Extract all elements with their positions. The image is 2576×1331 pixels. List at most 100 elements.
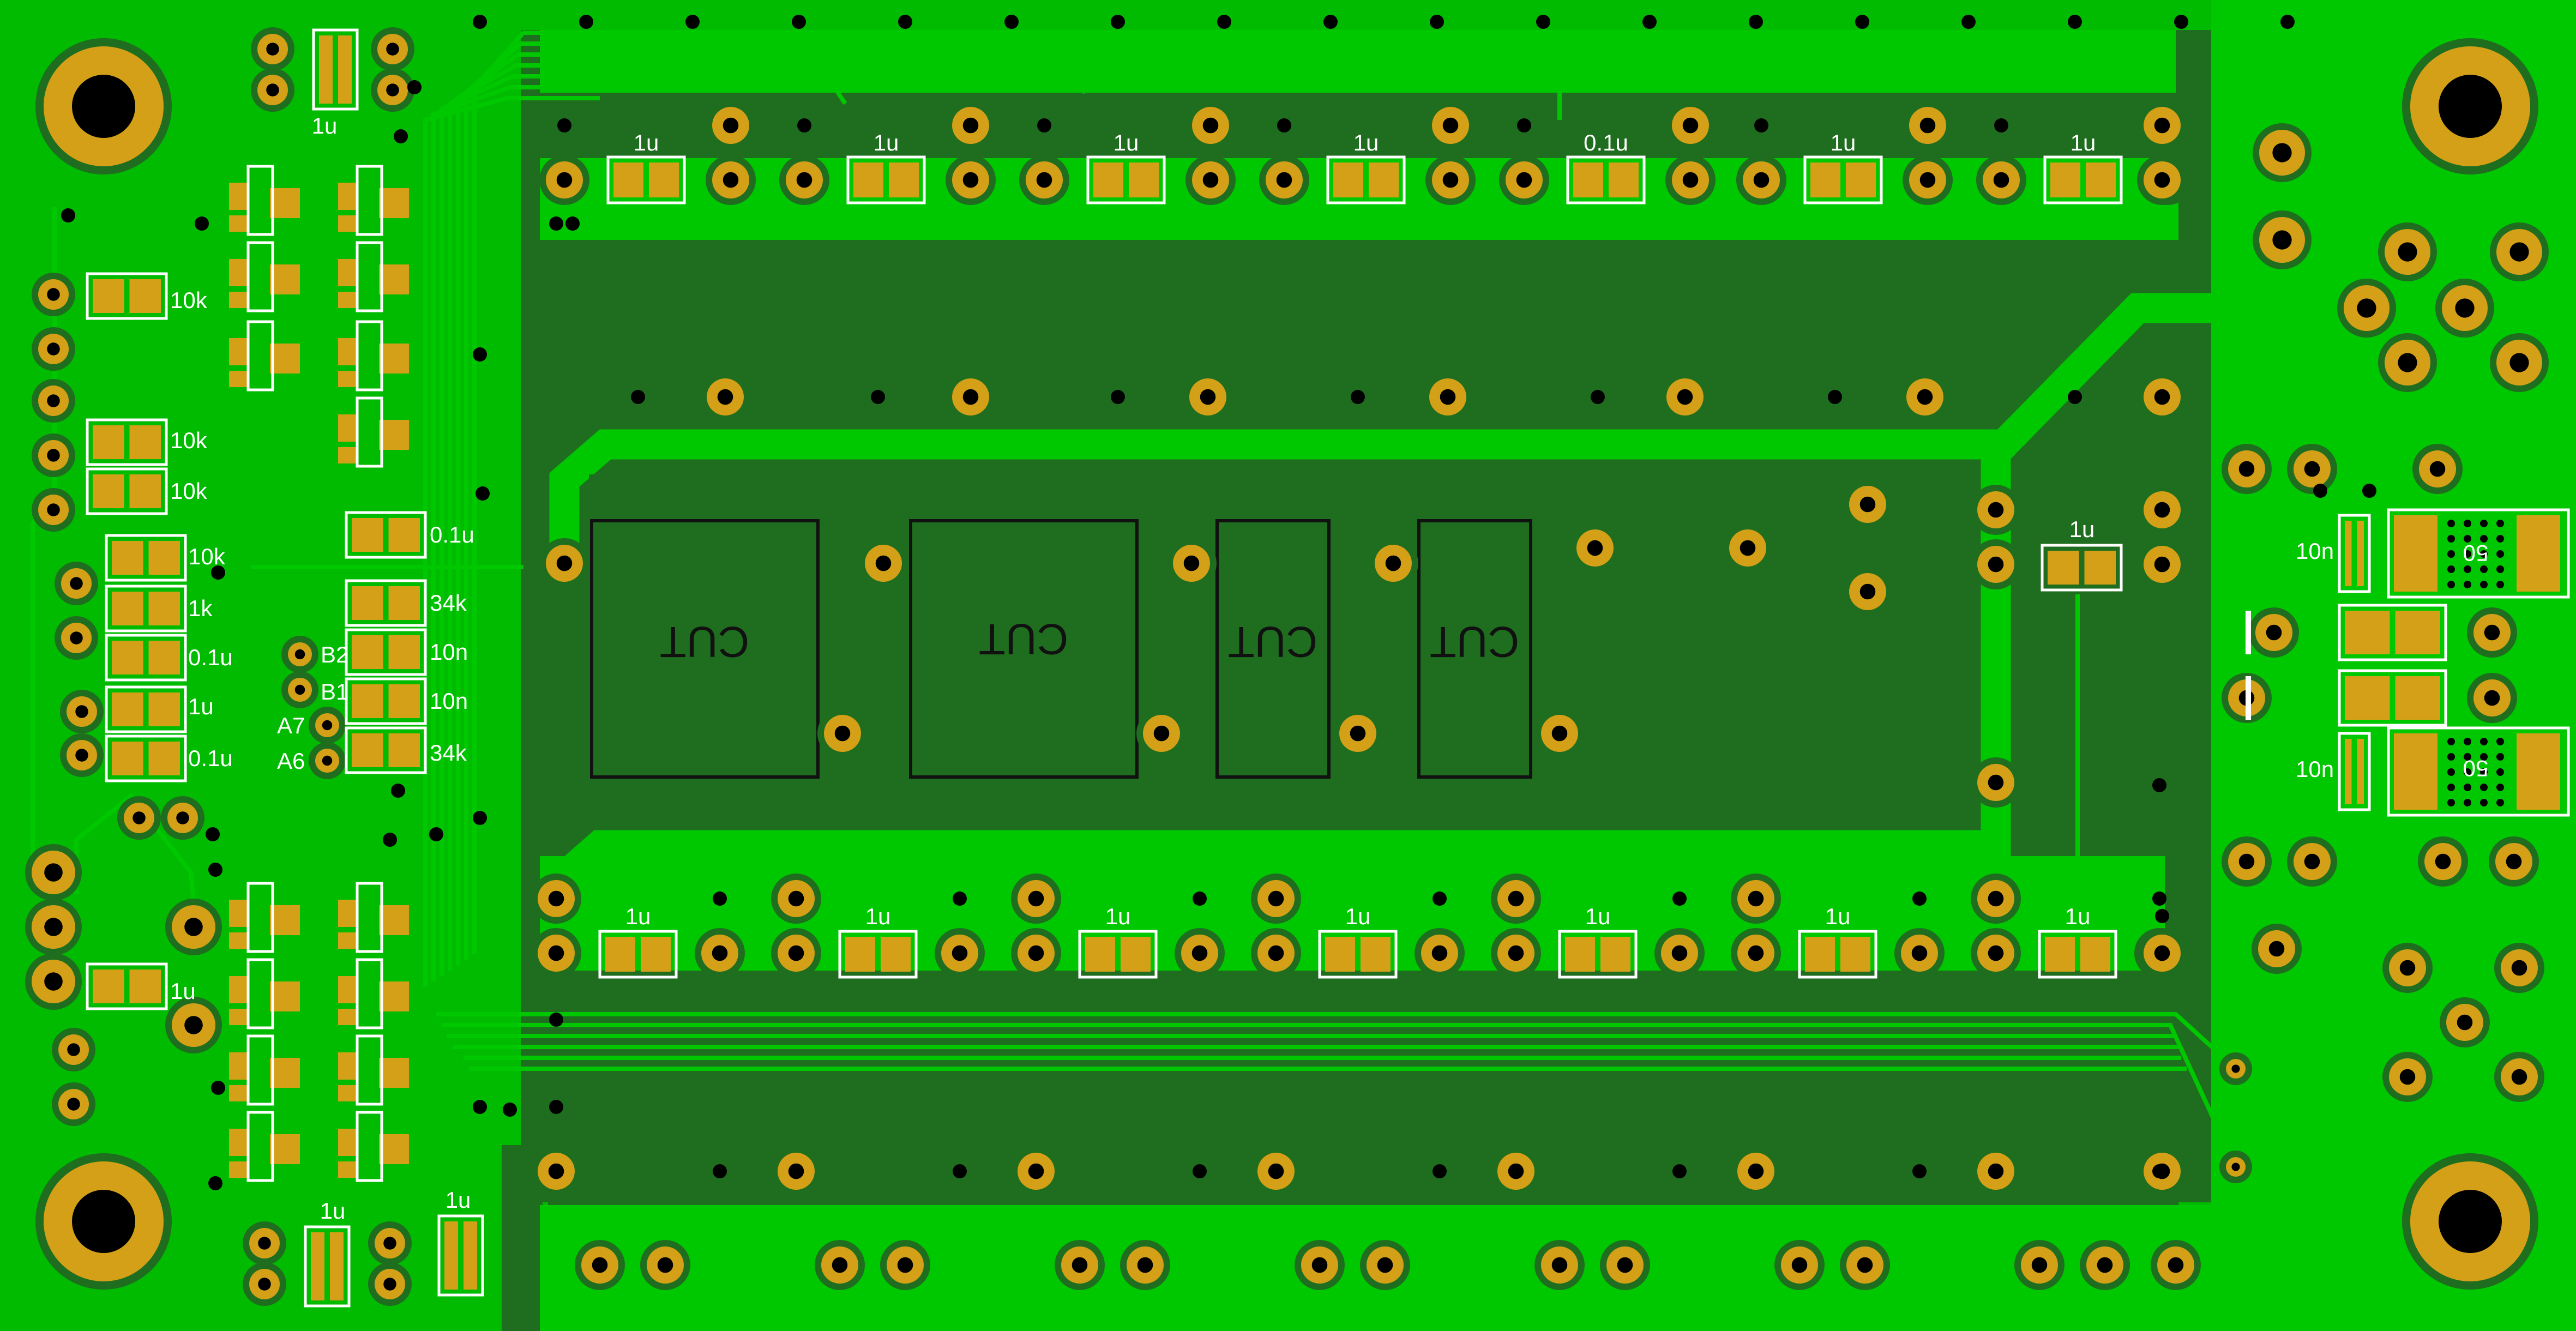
pad-drill bbox=[2304, 461, 2320, 477]
smd-pad bbox=[338, 259, 357, 286]
pad-drill bbox=[1276, 172, 1292, 188]
pad-drill bbox=[386, 43, 399, 56]
smd-outline bbox=[86, 467, 168, 515]
smd-pad bbox=[1129, 162, 1159, 197]
via bbox=[2362, 484, 2376, 498]
smd-pad bbox=[229, 371, 248, 387]
pad-drill bbox=[2429, 461, 2446, 477]
smd-pad bbox=[2395, 676, 2440, 720]
pad-drill bbox=[1268, 945, 1284, 961]
pad-drill bbox=[788, 890, 804, 907]
smd-outline bbox=[246, 241, 274, 312]
via bbox=[1642, 15, 1657, 29]
smd-outline bbox=[437, 1214, 484, 1297]
via bbox=[1912, 1164, 1927, 1178]
smd-pad bbox=[2050, 162, 2080, 197]
smd-pad bbox=[379, 905, 409, 935]
cut-label-4: CUT bbox=[1430, 618, 1519, 666]
label-bottom-row-cap: 1u bbox=[625, 904, 651, 929]
label-left-cap-mid: 1u bbox=[170, 978, 196, 1004]
smd-pad bbox=[1093, 162, 1123, 197]
smd-pad bbox=[1573, 162, 1603, 197]
pad-drill bbox=[75, 749, 88, 762]
pad-drill bbox=[258, 1237, 271, 1250]
pad-drill bbox=[2272, 230, 2292, 250]
thermal-via bbox=[2480, 550, 2488, 558]
pad-drill bbox=[796, 172, 812, 188]
smd-pad bbox=[1805, 937, 1835, 972]
label-top-row-cap: 1u bbox=[634, 130, 659, 155]
pad-drill bbox=[1516, 172, 1532, 188]
smd-pad bbox=[338, 338, 357, 365]
label-c-10n-b: 10n bbox=[430, 688, 468, 714]
pad-drill bbox=[75, 705, 88, 718]
smd-outline bbox=[345, 628, 427, 676]
via bbox=[1433, 1164, 1447, 1178]
smd-pad bbox=[2395, 611, 2440, 654]
pad-drill bbox=[1028, 945, 1044, 961]
via bbox=[713, 1164, 727, 1178]
smd-pad bbox=[2084, 551, 2116, 585]
via bbox=[1754, 118, 1768, 133]
thermal-via bbox=[2496, 550, 2504, 558]
smd-outline bbox=[2387, 508, 2570, 599]
smd-outline bbox=[1326, 155, 1406, 204]
pad-drill bbox=[2399, 960, 2416, 976]
label-bottom-row-cap: 1u bbox=[1345, 904, 1371, 929]
pad-drill bbox=[1350, 725, 1366, 742]
pad-drill bbox=[962, 389, 979, 405]
smd-pad bbox=[229, 900, 248, 927]
label-c-01u-center: 0.1u bbox=[430, 522, 474, 547]
smd-outline bbox=[2338, 669, 2447, 727]
pad-drill bbox=[2511, 960, 2527, 976]
pad-drill bbox=[788, 945, 804, 961]
via bbox=[476, 486, 490, 501]
pad-drill bbox=[1377, 1257, 1393, 1273]
smd-pad bbox=[388, 733, 420, 767]
pad-drill bbox=[1508, 890, 1524, 907]
smd-pad bbox=[270, 344, 300, 374]
smd-pad bbox=[319, 35, 333, 104]
label-pin-b2: B2 bbox=[321, 642, 348, 667]
label-pin-a6: A6 bbox=[277, 748, 305, 774]
smd-pad bbox=[2045, 937, 2075, 972]
pad-drill bbox=[592, 1257, 608, 1273]
label-c-1u-left: 1u bbox=[188, 694, 214, 719]
smd-pad bbox=[881, 937, 911, 972]
pad-drill bbox=[1857, 1257, 1873, 1273]
smd-pad bbox=[270, 905, 300, 935]
thermal-via bbox=[2480, 753, 2488, 761]
smd-pad bbox=[352, 635, 383, 669]
pad-drill bbox=[2457, 1014, 2473, 1031]
pad-drill bbox=[322, 755, 333, 766]
pad-drill bbox=[548, 890, 564, 907]
smd-pad bbox=[338, 1161, 357, 1178]
pad-drill bbox=[834, 725, 851, 742]
smd-outline bbox=[2338, 604, 2447, 661]
pad-drill bbox=[2154, 389, 2170, 405]
thermal-via bbox=[2464, 535, 2471, 543]
smd-pad bbox=[605, 937, 635, 972]
via bbox=[473, 15, 487, 29]
smd-pad bbox=[93, 425, 124, 459]
smd-outline bbox=[1086, 155, 1166, 204]
pad-drill bbox=[266, 43, 279, 56]
pad-drill bbox=[70, 631, 83, 645]
smd-pad bbox=[2048, 551, 2079, 585]
smd-pad bbox=[464, 1221, 477, 1290]
pad-drill bbox=[2168, 1257, 2184, 1273]
label-top-left-cap: 1u bbox=[312, 113, 338, 138]
pad-drill bbox=[1988, 945, 2004, 961]
smd-outline bbox=[1566, 155, 1646, 204]
smd-pad bbox=[352, 586, 383, 620]
thermal-via bbox=[2464, 550, 2471, 558]
smd-pad bbox=[338, 1129, 357, 1156]
via bbox=[579, 15, 593, 29]
smd-pad bbox=[853, 162, 883, 197]
pad-drill bbox=[2154, 945, 2170, 961]
pad-drill bbox=[1442, 117, 1459, 134]
label-right-10n-b: 10n bbox=[2296, 756, 2334, 782]
smd-outline bbox=[304, 1225, 351, 1308]
smd-pad bbox=[338, 932, 357, 949]
label-bottom-row-cap: 1u bbox=[1825, 904, 1851, 929]
